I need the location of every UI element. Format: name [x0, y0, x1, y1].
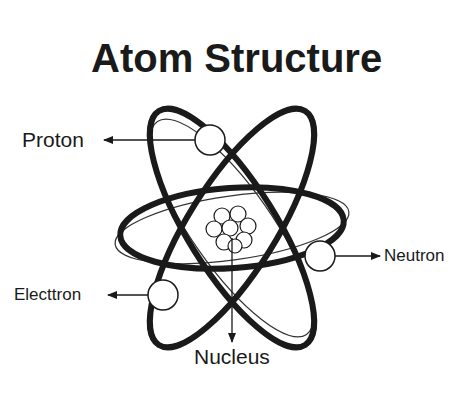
leader-arrow: [104, 139, 195, 140]
diagram-title: Atom Structure: [91, 38, 382, 78]
proton-symbol: [195, 125, 225, 155]
part-label: Neutron: [384, 247, 444, 264]
orbit: [122, 88, 343, 369]
leader-arrow: [335, 255, 380, 256]
part-label: Proton: [22, 129, 84, 150]
neutron-symbol: [305, 241, 335, 271]
part-label: Nucleus: [194, 346, 270, 367]
nucleus-symbol: [206, 206, 256, 253]
thin-orbit: [125, 99, 340, 358]
leader-arrow: [108, 294, 148, 295]
electron-symbol: [148, 280, 178, 310]
part-label: Electtron: [14, 286, 81, 303]
orbit: [122, 88, 343, 369]
leader-arrow: [231, 238, 232, 342]
